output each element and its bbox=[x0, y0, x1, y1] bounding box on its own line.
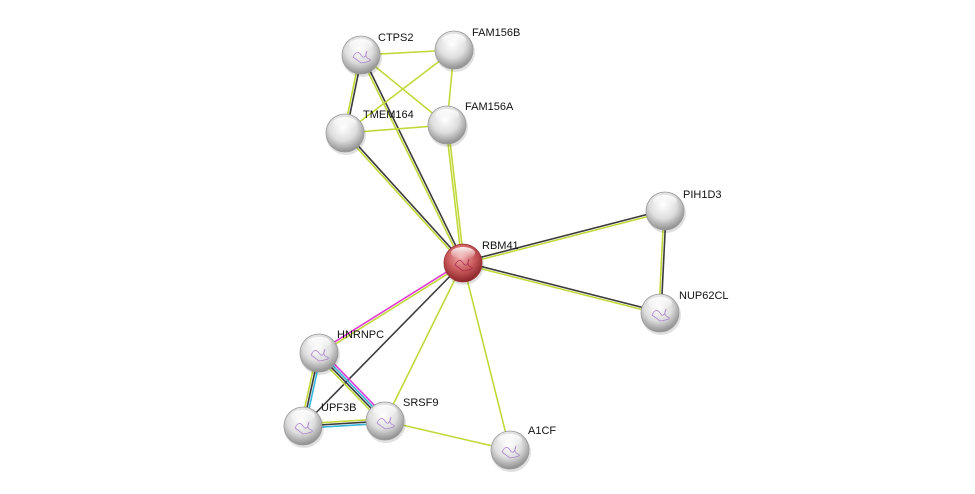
edge-evidence-coexpression bbox=[462, 209, 665, 263]
node-highlight bbox=[648, 297, 672, 309]
edge-evidence-neighborhood bbox=[359, 55, 463, 264]
edge-evidence-coexpression bbox=[463, 261, 661, 313]
node-upf3b[interactable]: UPF3B bbox=[283, 402, 356, 448]
protein-structure-icon bbox=[501, 445, 520, 459]
edge-rbm41-upf3b[interactable] bbox=[302, 262, 464, 427]
node-highlight bbox=[291, 410, 315, 422]
node-highlight bbox=[435, 109, 459, 121]
node-label: UPF3B bbox=[321, 402, 356, 414]
edge-evidence-coexpression bbox=[345, 131, 465, 263]
node-highlight bbox=[653, 195, 677, 207]
node-label: HNRNPC bbox=[337, 329, 384, 341]
edge-evidence-neighborhood bbox=[384, 420, 511, 451]
node-label: SRSF9 bbox=[403, 397, 438, 409]
edge-evidence-coexpression bbox=[361, 54, 465, 263]
node-label: FAM156A bbox=[465, 101, 514, 113]
node-highlight bbox=[442, 34, 466, 46]
node-highlight bbox=[373, 405, 397, 417]
edge-evidence-neighborhood bbox=[343, 133, 463, 265]
edge-evidence-neighborhood bbox=[463, 211, 666, 265]
node-tmem164[interactable]: TMEM164 bbox=[325, 109, 414, 155]
protein-structure-icon bbox=[352, 50, 371, 64]
edge-fam156a-rbm41[interactable] bbox=[445, 124, 465, 264]
node-a1cf[interactable]: A1CF bbox=[490, 425, 556, 472]
edge-rbm41-srsf9[interactable] bbox=[384, 262, 464, 422]
node-label: NUP62CL bbox=[679, 290, 729, 302]
protein-structure-icon bbox=[310, 348, 329, 362]
edge-evidence-neighborhood bbox=[384, 262, 464, 422]
edge-evidence-neighborhood bbox=[447, 124, 465, 263]
node-rbm41[interactable]: RBM41 bbox=[443, 240, 519, 285]
node-nup62cl[interactable]: NUP62CL bbox=[640, 290, 729, 335]
protein-structure-icon bbox=[294, 421, 313, 435]
edge-evidence-experiments bbox=[317, 261, 463, 353]
node-label: PIH1D3 bbox=[683, 189, 722, 201]
node-highlight bbox=[451, 247, 475, 259]
node-label: RBM41 bbox=[482, 240, 519, 252]
edge-evidence-neighborhood bbox=[462, 262, 511, 451]
node-srsf9[interactable]: SRSF9 bbox=[365, 397, 438, 443]
edge-tmem164-rbm41[interactable] bbox=[343, 131, 465, 265]
node-label: A1CF bbox=[528, 425, 556, 437]
protein-structure-icon bbox=[376, 416, 395, 430]
node-label: CTPS2 bbox=[378, 32, 413, 44]
node-highlight bbox=[333, 117, 357, 129]
edge-rbm41-pih1d3[interactable] bbox=[462, 209, 666, 265]
edge-evidence-neighborhood bbox=[319, 263, 465, 355]
node-ctps2[interactable]: CTPS2 bbox=[341, 32, 413, 77]
edge-rbm41-hnrnpc[interactable] bbox=[317, 261, 465, 355]
edge-srsf9-a1cf[interactable] bbox=[384, 420, 511, 451]
node-pih1d3[interactable]: PIH1D3 bbox=[645, 189, 722, 233]
node-hnrnpc[interactable]: HNRNPC bbox=[299, 329, 384, 375]
protein-structure-icon bbox=[454, 258, 473, 272]
node-highlight bbox=[307, 337, 331, 349]
node-fam156a[interactable]: FAM156A bbox=[427, 101, 514, 147]
node-highlight bbox=[349, 39, 373, 51]
edge-evidence-coexpression bbox=[302, 262, 464, 427]
node-label: FAM156B bbox=[472, 27, 520, 39]
edge-rbm41-a1cf[interactable] bbox=[462, 262, 511, 451]
node-label: TMEM164 bbox=[363, 109, 414, 121]
edge-evidence-neighborhood bbox=[445, 125, 463, 264]
protein-structure-icon bbox=[651, 308, 670, 322]
edge-ctps2-rbm41[interactable] bbox=[359, 54, 465, 264]
edge-evidence-neighborhood bbox=[344, 49, 455, 134]
edges-layer bbox=[300, 49, 667, 451]
node-fam156b[interactable]: FAM156B bbox=[434, 27, 520, 72]
nodes-layer: CTPS2 FAM156B TMEM164 FAM156A PIH1D3RBM41NUP… bbox=[283, 27, 729, 472]
edge-evidence-neighborhood bbox=[462, 263, 660, 315]
edge-fam156b-tmem164[interactable] bbox=[344, 49, 455, 134]
node-highlight bbox=[498, 434, 522, 446]
edge-rbm41-nup62cl[interactable] bbox=[462, 261, 661, 315]
